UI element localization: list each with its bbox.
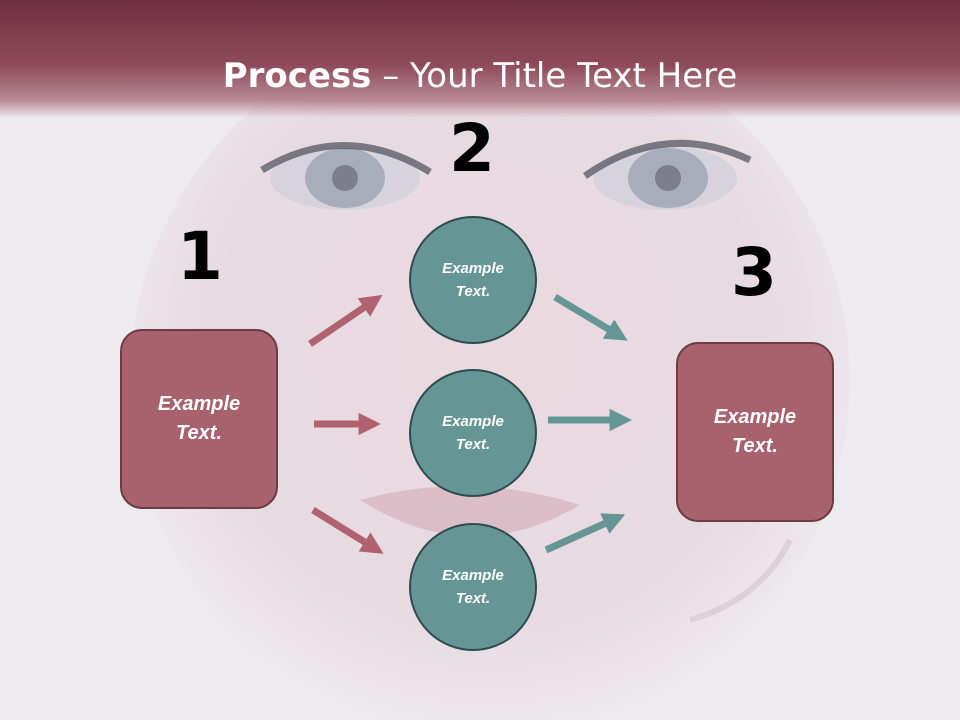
right-step-box: Example Text. <box>676 342 834 522</box>
step-number-3: 3 <box>731 234 777 311</box>
process-circle-middle-label: Example Text. <box>442 413 504 453</box>
left-step-label: Example Text. <box>157 393 241 444</box>
process-circle-bottom-label: Example Text. <box>442 567 504 607</box>
left-step-box: Example Text. <box>120 329 278 509</box>
title-bold: Process <box>222 56 372 96</box>
right-step-label: Example Text. <box>713 406 797 457</box>
process-circle-top: Example Text. <box>409 216 537 344</box>
title-bar <box>0 0 960 118</box>
step-number-2: 2 <box>449 110 495 187</box>
step-number-1: 1 <box>177 218 223 295</box>
title-rest: – Your Title Text Here <box>371 56 738 96</box>
process-circle-top-label: Example Text. <box>442 260 504 300</box>
process-circle-middle: Example Text. <box>409 369 537 497</box>
page-title: Process – Your Title Text Here <box>0 56 960 96</box>
process-circle-bottom: Example Text. <box>409 523 537 651</box>
